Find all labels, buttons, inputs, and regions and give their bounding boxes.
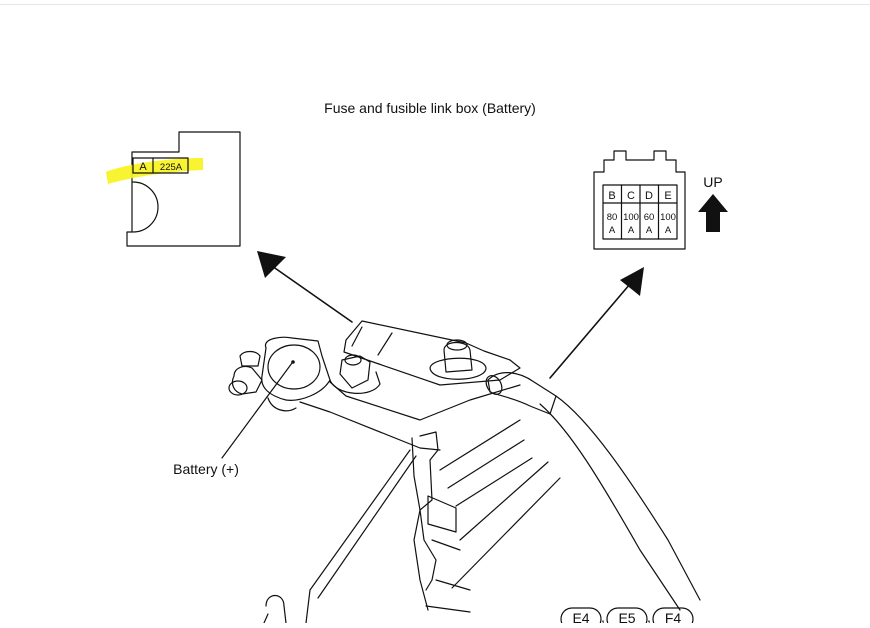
cable-outer bbox=[539, 403, 681, 611]
fuse-unit-d: A bbox=[646, 225, 653, 236]
connector-separator: , bbox=[601, 609, 605, 623]
center-nut bbox=[339, 355, 371, 389]
cover-edge bbox=[351, 326, 363, 347]
top-divider bbox=[0, 4, 870, 5]
battery-assembly bbox=[221, 320, 701, 624]
cover-edge bbox=[377, 332, 393, 356]
cable-end bbox=[485, 375, 503, 395]
left-fuse-box: A 225A bbox=[106, 131, 241, 247]
fuse-unit-c: A bbox=[628, 225, 635, 236]
connector-e5: E5 bbox=[618, 610, 635, 623]
connector-callouts: E4 , E5 , F4 bbox=[560, 607, 694, 628]
fuse-highlight bbox=[106, 158, 203, 184]
fuse-unit-e: A bbox=[665, 225, 672, 236]
right-pointer-arrow bbox=[549, 267, 644, 379]
battery-edge bbox=[451, 477, 561, 589]
battery-edge bbox=[439, 419, 521, 471]
bracket-upper-edge bbox=[329, 381, 521, 421]
right-stud-nut bbox=[443, 341, 473, 373]
lower-bolt bbox=[265, 594, 287, 624]
left-bolt-end bbox=[228, 380, 248, 396]
fuse-letter-e: E bbox=[664, 190, 671, 202]
left-fuse-box-outline bbox=[126, 131, 241, 247]
battery-label: Battery (+) bbox=[173, 461, 239, 477]
connector-e5-badge bbox=[606, 607, 648, 628]
fuse-unit-b: A bbox=[609, 225, 616, 236]
battery-clamp bbox=[419, 431, 439, 591]
left-bolt-nut bbox=[231, 365, 263, 395]
battery-edge bbox=[459, 461, 549, 541]
right-stud-washer bbox=[429, 357, 487, 380]
center-nut-base bbox=[329, 371, 381, 394]
fuse-rating-b: 80 bbox=[607, 212, 618, 223]
fuse-letter-c: C bbox=[627, 190, 635, 202]
clamp-edge bbox=[431, 539, 461, 551]
bracket-lower-edge bbox=[299, 401, 441, 451]
connector-e4: E4 bbox=[572, 610, 589, 623]
connector-separator: , bbox=[647, 609, 651, 623]
diagram-title: Fuse and fusible link box (Battery) bbox=[324, 100, 536, 116]
right-stud-top bbox=[446, 339, 468, 351]
center-nut-top bbox=[344, 354, 362, 366]
connector-f4-badge bbox=[652, 607, 694, 628]
mounting-rod-inner bbox=[317, 455, 417, 599]
fuse-rating-d: 60 bbox=[644, 212, 655, 223]
terminal-bracket bbox=[261, 336, 331, 401]
arrow-shaft bbox=[271, 265, 353, 323]
up-label: UP bbox=[703, 174, 722, 190]
fuse-letter-d: D bbox=[645, 190, 653, 202]
left-pointer-arrow bbox=[257, 251, 353, 323]
arrow-head-icon bbox=[257, 251, 286, 278]
lower-bolt-edge bbox=[263, 613, 269, 624]
fuse-rating: 225A bbox=[160, 162, 183, 173]
battery-terminal-cap bbox=[267, 344, 321, 390]
right-fuse-box: B C D E 80 100 60 100 A A A A bbox=[593, 150, 686, 250]
cable-inner bbox=[555, 395, 701, 601]
battery-edge bbox=[435, 579, 471, 591]
connector-e4-badge bbox=[560, 607, 602, 628]
connector-f4: F4 bbox=[665, 610, 682, 623]
terminal-half-circle bbox=[132, 181, 159, 233]
arrow-head-icon bbox=[620, 267, 644, 296]
fuse-label-box bbox=[132, 157, 189, 174]
arrow-shaft bbox=[549, 283, 631, 379]
battery-edge bbox=[425, 605, 471, 613]
battery-clamp-inner bbox=[411, 437, 429, 611]
fuse-rating-e: 100 bbox=[660, 212, 676, 223]
fuse-letter: A bbox=[139, 161, 147, 173]
fuse-rating-c: 100 bbox=[623, 212, 639, 223]
battery-leader-line bbox=[221, 362, 293, 459]
battery-edge bbox=[447, 439, 525, 489]
bracket-curve bbox=[267, 397, 297, 412]
fuse-box-cover bbox=[343, 320, 521, 386]
left-bolt bbox=[239, 350, 261, 367]
clamp-plate bbox=[427, 495, 457, 533]
up-arrow-icon bbox=[698, 194, 728, 232]
fuse-letter-b: B bbox=[608, 190, 615, 202]
battery-edge bbox=[455, 457, 533, 507]
mounting-rod bbox=[305, 449, 411, 624]
right-fuse-box-outline bbox=[593, 150, 686, 250]
